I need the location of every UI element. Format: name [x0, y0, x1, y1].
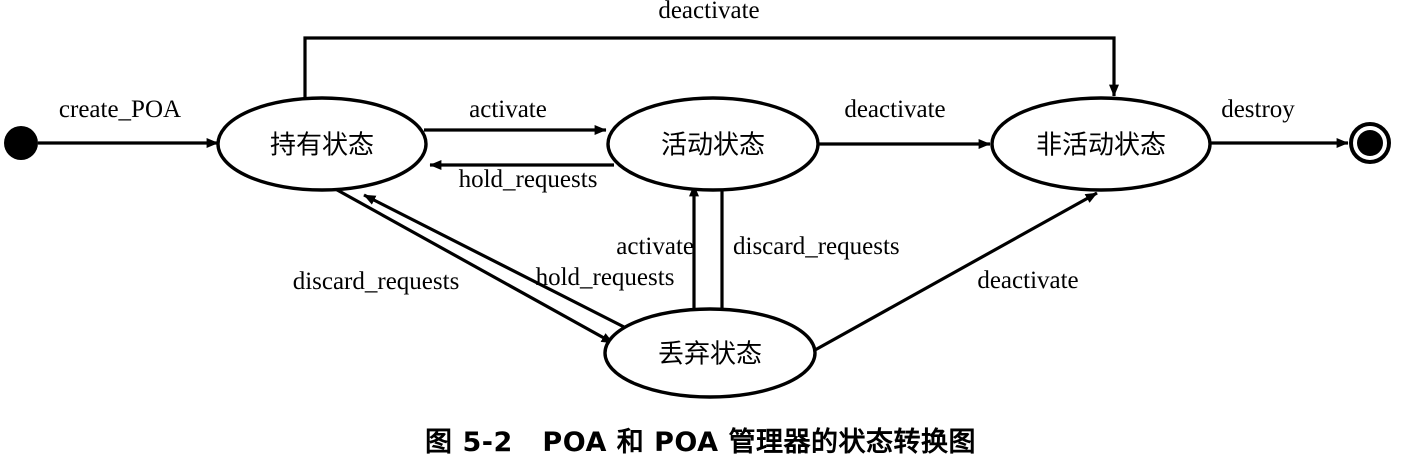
state-label-inactive: 非活动状态	[1036, 131, 1166, 161]
edge-label-inactive-to-final-destroy: destroy	[1221, 96, 1295, 123]
edge-inactive-to-final-destroy: destroy	[1210, 96, 1349, 148]
state-label-discarding: 丢弃状态	[658, 340, 762, 370]
edge-discarding-to-hold-hold-requests: hold_requests	[363, 193, 675, 332]
edge-create-poa: create_POA	[38, 96, 219, 148]
edge-label-discarding-to-hold-hold-requests: hold_requests	[536, 264, 675, 291]
final-state	[1349, 122, 1391, 164]
state-node-hold[interactable]: 持有状态	[216, 96, 428, 192]
edge-label-active-to-hold-hold-requests: hold_requests	[459, 166, 598, 193]
initial-state	[4, 126, 38, 160]
state-label-active: 活动状态	[661, 131, 765, 161]
edge-active-to-inactive-deactivate: deactivate	[818, 96, 991, 149]
state-node-inactive[interactable]: 非活动状态	[990, 96, 1212, 192]
edge-hold-to-inactive-deactivate: deactivate	[303, 0, 1119, 100]
edge-label-discarding-to-active-activate: activate	[616, 233, 694, 260]
edge-hold-to-discarding-discard-requests: discard_requests	[293, 184, 614, 345]
edge-label-discarding-to-inactive-deactivate: deactivate	[977, 267, 1078, 294]
edge-label-active-to-inactive-deactivate: deactivate	[844, 96, 945, 123]
state-ellipse-active	[606, 96, 820, 192]
edge-label-create-poa: create_POA	[59, 96, 181, 123]
edge-hold-to-active-activate: activate	[424, 96, 607, 135]
edge-active-to-hold-hold-requests: hold_requests	[429, 160, 614, 193]
figure-caption: 图 5-2 POA 和 POA 管理器的状态转换图	[425, 427, 976, 458]
edge-label-hold-to-active-activate: activate	[469, 96, 547, 123]
state-ellipse-hold	[216, 96, 428, 192]
state-ellipse-discarding	[603, 307, 817, 399]
state-node-discarding[interactable]: 丢弃状态	[603, 307, 817, 399]
state-label-hold: 持有状态	[270, 131, 374, 161]
state-node-active[interactable]: 活动状态	[606, 96, 820, 192]
edge-label-hold-to-inactive-deactivate: deactivate	[658, 0, 759, 24]
edge-label-hold-to-discarding-discard-requests: discard_requests	[293, 268, 460, 295]
edge-discarding-to-inactive-deactivate: deactivate	[814, 191, 1098, 352]
edge-label-active-to-discarding-discard-requests: discard_requests	[733, 233, 900, 260]
state-ellipse-inactive	[990, 96, 1212, 192]
